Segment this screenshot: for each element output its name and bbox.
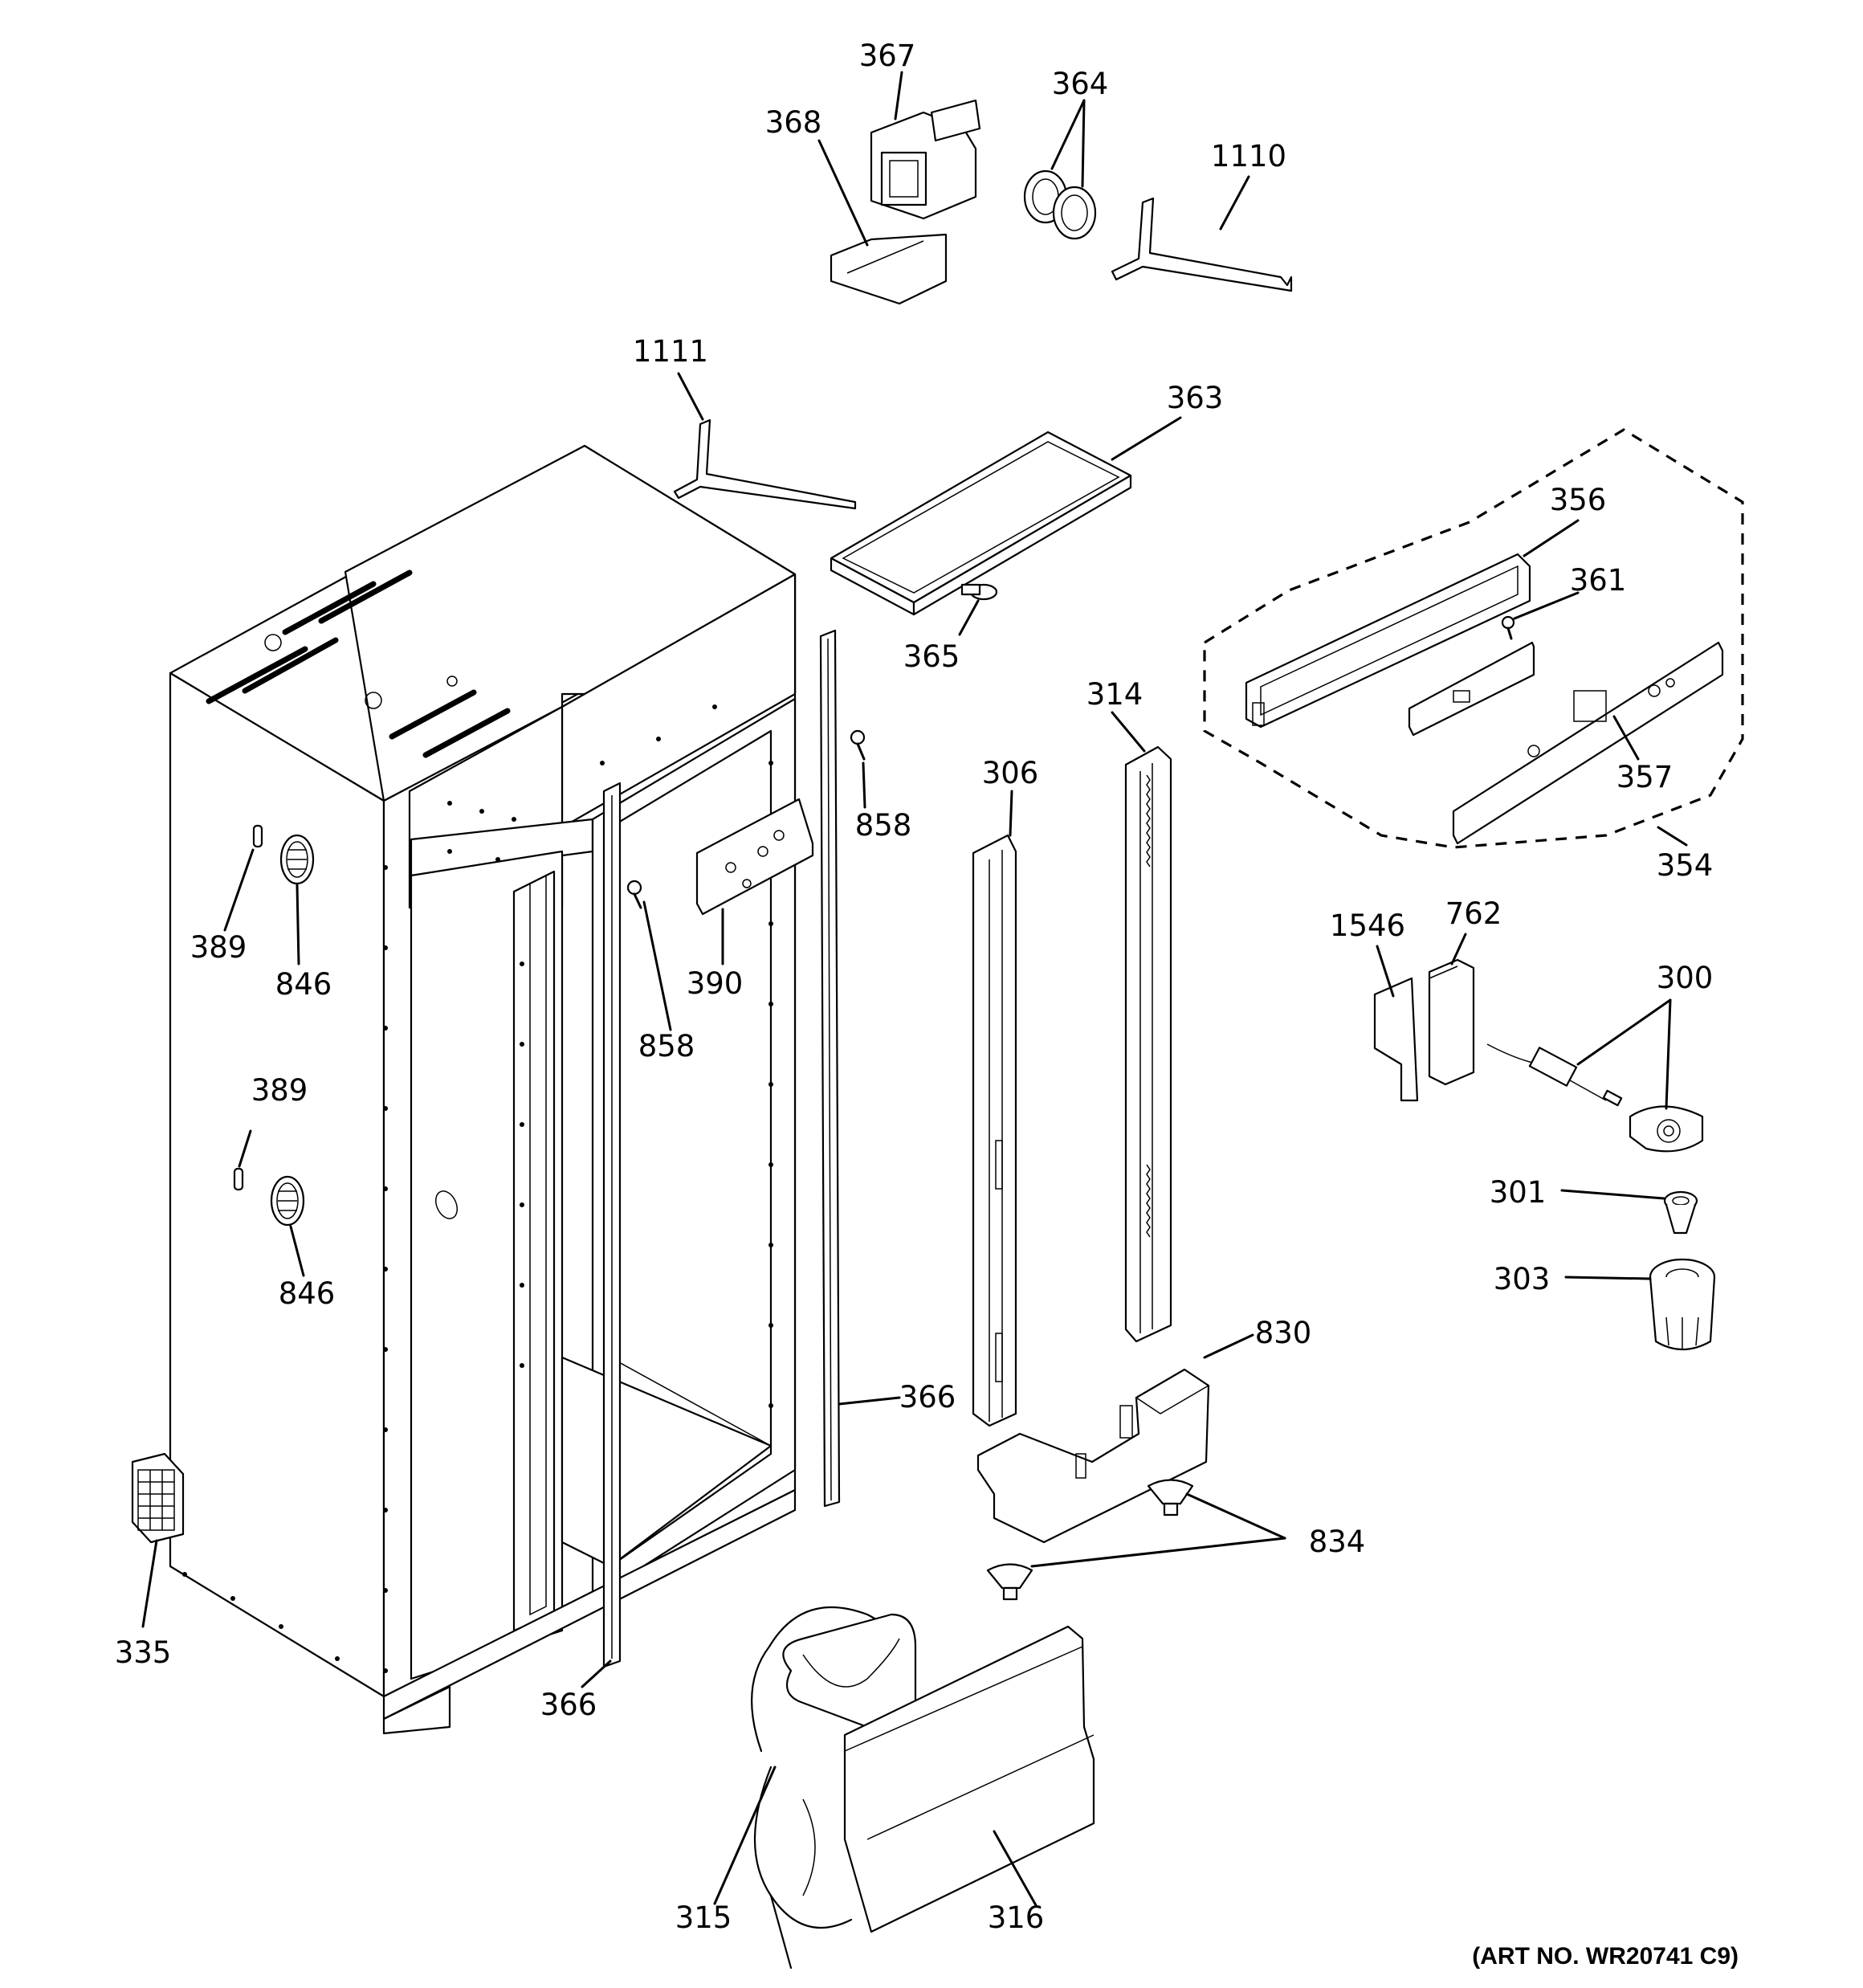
callout-858-lower: 858 (638, 1029, 695, 1063)
cover-panel-316 (843, 1625, 1095, 1933)
callout-367: 367 (859, 39, 916, 73)
seals-364 (1023, 169, 1097, 240)
screw-858-upper (850, 729, 866, 761)
callout-1110: 1110 (1211, 139, 1286, 173)
callout-389-lower: 389 (251, 1073, 308, 1108)
trim-strip-366-right (819, 629, 841, 1508)
housing-356 (1245, 553, 1531, 729)
fan-assembly-300 (1486, 1043, 1704, 1153)
callout-830: 830 (1255, 1316, 1312, 1350)
channel-306 (972, 834, 1017, 1427)
clip-365 (960, 583, 998, 601)
bracket-368 (830, 233, 948, 305)
callout-366-right: 366 (899, 1380, 956, 1414)
callout-846-upper: 846 (275, 967, 332, 1002)
callout-357: 357 (1616, 760, 1673, 794)
callout-834: 834 (1309, 1525, 1366, 1559)
pin-389-lower (233, 1167, 244, 1191)
leader-lines (141, 71, 1688, 1907)
screw-858-lower (626, 880, 642, 909)
callout-846-lower: 846 (279, 1276, 336, 1311)
callout-368: 368 (765, 105, 822, 140)
bracket-1111 (673, 418, 857, 510)
callout-301: 301 (1490, 1175, 1547, 1210)
cap-301 (1663, 1190, 1698, 1235)
housing-367 (870, 99, 981, 220)
callout-390: 390 (687, 966, 744, 1001)
mounting-plate-390 (695, 798, 814, 916)
callout-363: 363 (1167, 381, 1224, 415)
callout-354: 354 (1657, 848, 1714, 883)
callout-389-upper: 389 (190, 930, 247, 965)
callout-labels: 367 368 364 1110 1111 363 356 361 365 31… (115, 39, 1714, 1935)
callout-365: 365 (903, 639, 960, 674)
callout-315: 315 (675, 1900, 732, 1935)
screw-361 (1501, 615, 1515, 640)
art-number: (ART NO. WR20741 C9) (1472, 1943, 1739, 1970)
callout-303: 303 (1494, 1262, 1551, 1296)
trim-strip-366-left (602, 782, 622, 1668)
callout-364: 364 (1052, 67, 1109, 101)
callout-300: 300 (1657, 961, 1714, 995)
foot-834-right (1147, 1479, 1194, 1517)
callout-335: 335 (115, 1635, 172, 1670)
callout-1546: 1546 (1330, 908, 1405, 943)
vent-grille-846-lower (270, 1175, 305, 1227)
bracket-1110 (1111, 197, 1293, 292)
callout-314: 314 (1086, 677, 1143, 712)
control-board-357 (1408, 641, 1724, 845)
callout-858-upper: 858 (855, 808, 912, 843)
bracket-1546 (1373, 977, 1419, 1102)
bracket-830 (976, 1368, 1210, 1544)
callout-316: 316 (988, 1900, 1045, 1935)
insulation-block-762 (1428, 958, 1475, 1086)
pin-389-upper (252, 824, 263, 848)
filter-cup-303 (1649, 1258, 1716, 1350)
callout-762: 762 (1445, 896, 1502, 931)
callout-366-left: 366 (540, 1688, 597, 1722)
rail-314 (1124, 745, 1172, 1343)
vent-grille-846-upper (279, 834, 315, 885)
foot-834-left (986, 1563, 1033, 1601)
tray-363 (830, 431, 1132, 616)
callout-356: 356 (1550, 483, 1607, 517)
callout-1111: 1111 (633, 334, 708, 369)
callout-306: 306 (982, 756, 1039, 790)
assembly-354 (1203, 428, 1744, 849)
callout-361: 361 (1570, 563, 1627, 598)
grille-335 (131, 1452, 185, 1544)
